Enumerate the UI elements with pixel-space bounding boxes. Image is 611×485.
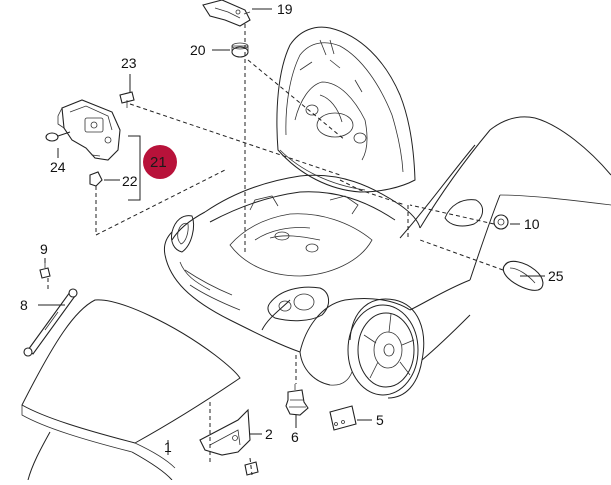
hood-open-drawing: [276, 26, 416, 193]
hood-latch-assembly: [45, 91, 341, 236]
latch-projection-line: [339, 179, 406, 206]
seal-projection-line: [419, 239, 504, 271]
group-bracket-21: [128, 135, 141, 201]
grommet-projection-line: [409, 204, 495, 225]
callout-22: 22: [122, 173, 138, 189]
car-body-drawing: [163, 116, 611, 399]
rubber-mount-part-6: [285, 384, 309, 416]
callout-24: 24: [50, 159, 66, 175]
gas-strut-part-8: [23, 288, 78, 357]
callout-6: 6: [291, 429, 299, 445]
hood-panel-part-1: [21, 299, 241, 481]
nut-part-20: [231, 42, 249, 58]
bolt-projection-line: [249, 457, 253, 476]
callout-23: 23: [121, 55, 137, 71]
callout-1: 1: [164, 439, 172, 455]
hood-hinge-part-19: [202, 0, 251, 27]
leader-lines: [38, 8, 545, 455]
callout-25: 25: [548, 268, 564, 284]
callout-9: 9: [40, 241, 48, 257]
callout-19: 19: [277, 1, 293, 17]
callout-20: 20: [190, 42, 206, 58]
module-part-5: [329, 405, 357, 431]
callout-10: 10: [524, 216, 540, 232]
grommet-part-10: [493, 214, 509, 230]
callout-8: 8: [20, 297, 28, 313]
callout-21-highlight-marker: [143, 145, 177, 179]
nut-projection-line: [247, 59, 346, 141]
callout-5: 5: [376, 412, 384, 428]
bracket-part-2: [199, 408, 259, 476]
callout-2: 2: [265, 426, 273, 442]
clip-part-9: [39, 262, 51, 279]
callout-21: 21: [150, 154, 167, 171]
